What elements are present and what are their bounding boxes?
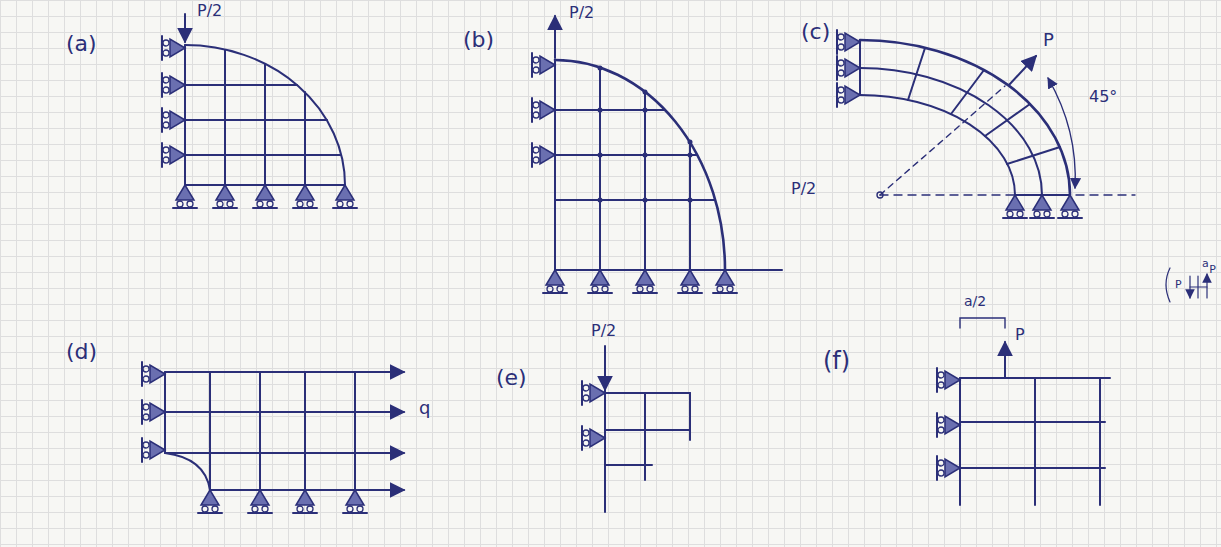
side-note-sketch [1166,268,1207,302]
mesh-d [142,362,404,513]
load-label: q [418,398,431,418]
figure-tag: (c) [800,20,831,44]
load-label: P/2 [568,4,595,22]
load-label: P/2 [590,322,617,340]
note-text: a [1201,258,1210,270]
mesh-c [837,30,1135,218]
angle-label: 45° [1088,88,1118,106]
figure-tag: (a) [65,32,98,56]
dimension-label: a/2 [963,294,987,309]
load-label: P/2 [790,180,817,198]
figure-tag: (e) [495,366,528,390]
mesh-f [937,318,1110,505]
note-text: P [1174,279,1183,291]
figure-tag: (d) [65,340,98,364]
note-text: P [1208,264,1217,276]
mesh-a [162,14,357,208]
load-label: P [1014,326,1026,344]
mesh-e [582,346,690,512]
load-label: P/2 [196,2,223,20]
load-label: P [1042,30,1055,50]
figure-tag: (f) [822,348,851,374]
mesh-b [532,16,782,293]
figure-tag: (b) [462,28,495,52]
